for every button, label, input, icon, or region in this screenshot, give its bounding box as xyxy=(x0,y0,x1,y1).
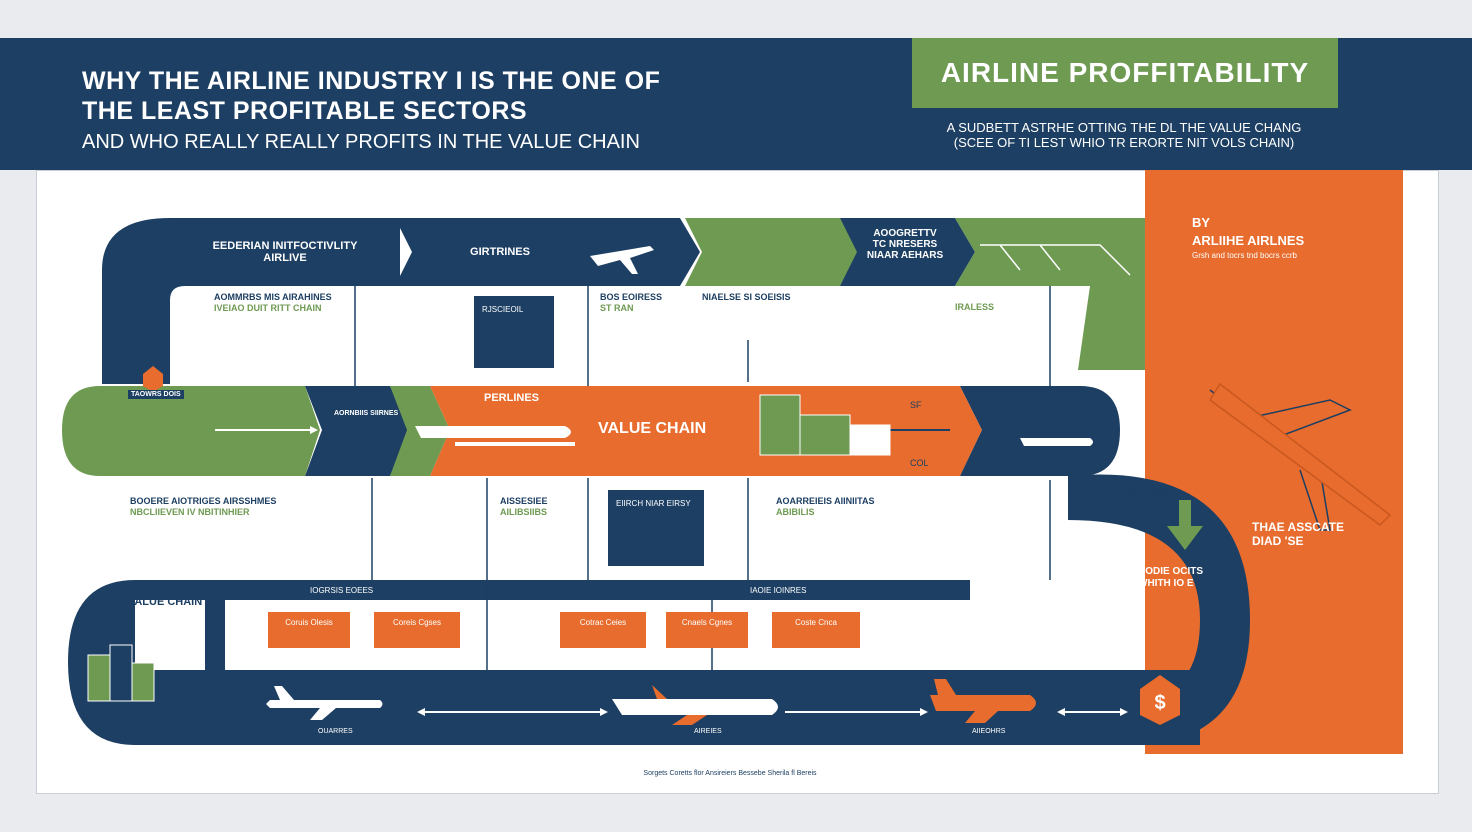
orange-box-1: Coruis Olesis xyxy=(268,612,350,648)
lower-label-2a: AISSESIEE xyxy=(500,496,548,506)
side-cost-heading-1: THAE ASSCATE xyxy=(1252,520,1345,534)
mid-navy-box: RJSCIEOIL xyxy=(474,296,554,368)
side-heading: BY ARLIIHE AIRLNES Grsh and tocrs tnd bo… xyxy=(1192,214,1304,261)
coin-stack-icon xyxy=(87,644,155,702)
tagline: A SUDBETT ASTRHE OTTING THE DL THE VALUE… xyxy=(914,120,1334,150)
side-cost-heading: THAE ASSCATE DIAD 'SE xyxy=(1252,520,1344,548)
bottom-inner-cut xyxy=(135,600,205,670)
top-seg-1-line1: EEDERIAN INITFOCTIVLITY xyxy=(212,240,358,252)
green-drop xyxy=(1078,286,1145,370)
main-title: WHY THE AIRLINE INDUSTRY I IS THE ONE OF… xyxy=(82,66,862,126)
airplane-icon xyxy=(1020,438,1093,446)
mid-label-3b: ST RAN xyxy=(600,303,634,313)
terminal-building-icon xyxy=(759,394,891,456)
top-seg-4: AOOGRETTV TC NRESERS NIAAR AEHARS xyxy=(850,228,960,261)
cost-label-1: COST COST xyxy=(1115,488,1175,499)
lower-label-2b: AILIBSIIBS xyxy=(500,507,548,517)
mid-label-1a: AOMMRBS MIS AIRAHINES xyxy=(214,292,332,302)
mid-label-5: IRALESS xyxy=(955,302,995,312)
title-line-1: WHY THE AIRLINE INDUSTRY I IS THE ONE OF xyxy=(82,67,661,95)
bottom-snake xyxy=(68,580,1200,745)
top-seg-4-line3: NIAAR AEHARS xyxy=(866,250,944,261)
middle-left-green xyxy=(62,386,320,476)
lower-label-3b: ABIBILIS xyxy=(776,507,815,517)
plane-lift-icon xyxy=(980,244,1131,276)
cost-label-2: SCORE CELS ER xyxy=(1112,501,1178,510)
airplane-icon xyxy=(590,246,654,274)
lower-navy-box: EIIRCH NIAR EIRSY xyxy=(608,490,704,566)
bottom-label-2: AIREIES xyxy=(694,728,722,735)
lower-navy-box-title: EIIRCH NIAR EIRSY xyxy=(616,499,691,508)
mid-label-4: NIAELSE SI SOEISIS xyxy=(702,292,791,302)
lower-label-3a: AOARREIEIS AIINIITAS xyxy=(776,496,875,506)
dollar-shield-icon: $ xyxy=(1140,675,1180,725)
mid-arrow-label: PERLINES xyxy=(484,392,540,404)
bottom-bar xyxy=(135,580,970,600)
top-snake-left xyxy=(102,218,400,384)
orange-box-2: Coreis Cgses xyxy=(374,612,460,648)
mid-label-3: BOS EOIRESS ST RAN xyxy=(600,292,662,314)
mid-tag-2: AORNBIIS SIIRNES xyxy=(334,410,399,417)
side-heading-2: ARLIIHE AIRLNES xyxy=(1192,233,1305,248)
left-tag: TAOWRS DOIS xyxy=(128,390,184,399)
dollar-shield-icon xyxy=(143,366,163,392)
top-chevron-4 xyxy=(840,218,975,286)
cor-label: COL xyxy=(910,458,929,468)
lower-label-3: AOARREIEIS AIINIITAS ABIBILIS xyxy=(776,496,875,518)
mid-label-3a: BOS EOIRESS xyxy=(600,292,663,302)
lower-value-chain: VALUE CHAIN xyxy=(127,596,203,608)
down-arrow-icon xyxy=(1167,500,1203,550)
bottom-label-1: OUARRES xyxy=(318,728,353,735)
side-heading-1: BY xyxy=(1192,215,1211,230)
top-seg-1: EEDERIAN INITFOCTIVLITY AIRLIVE xyxy=(180,240,390,264)
side-cost-heading-2: DIAD 'SE xyxy=(1252,534,1304,548)
orange-box-5: Coste Cnca xyxy=(772,612,860,648)
lower-label-2: AISSESIEE AILIBSIIBS xyxy=(500,496,548,518)
sf-label: SF xyxy=(910,400,922,410)
tagline-line-2: (SCEE OF TI LEST WHIO TR ERORTE NIT VOLS… xyxy=(953,135,1295,150)
cost-label: COST COST SCORE CELS ER xyxy=(1100,488,1190,512)
top-seg-4-line1: AOOGRETTV xyxy=(873,228,937,239)
profits-heading: CODIE OCITS WHITH IO E xyxy=(1138,566,1203,590)
airplane-icon xyxy=(1208,382,1392,531)
airplane-icon xyxy=(612,685,778,725)
top-chevron-3 xyxy=(685,218,860,286)
airplane-icon xyxy=(415,426,575,446)
top-seg-4-line2: TC NRESERS xyxy=(872,239,938,250)
mid-navy-box-title: RJSCIEOIL xyxy=(482,305,524,314)
airplane-icon xyxy=(930,679,1036,723)
middle-right-navy xyxy=(960,386,1120,476)
top-chevron-5 xyxy=(955,218,1145,286)
top-chevron-2 xyxy=(395,218,700,286)
lower-label-1: BOOERE AIOTRIGES AIRSSHMES NBCLIIEVEN IV… xyxy=(130,496,276,518)
lower-label-1a: BOOERE AIOTRIGES AIRSSHMES xyxy=(130,496,277,506)
bar-left-label: IOGRSIS EOEES xyxy=(310,586,374,595)
bottom-label-3: AIIEOHRS xyxy=(972,728,1006,735)
orange-box-3: Cotrac Ceies xyxy=(560,612,646,648)
orange-box-4: Cnaels Cgnes xyxy=(666,612,748,648)
top-seg-1-line2: AIRLIVE xyxy=(263,252,307,264)
bar-right-label: IAOIE IOINRES xyxy=(750,586,807,595)
right-arc xyxy=(1068,474,1250,745)
profits-heading-2: WHITH IO E xyxy=(1138,578,1194,589)
side-orange-panel xyxy=(1145,170,1403,754)
mid-label-1b: IVEIAO DUIT RITT CHAIN xyxy=(214,303,322,313)
svg-text:$: $ xyxy=(1154,692,1165,714)
subtitle: AND WHO REALLY REALLY PROFITS IN THE VAL… xyxy=(82,131,640,153)
profits-heading-1: CODIE OCITS xyxy=(1138,566,1204,577)
value-chain-label: VALUE CHAIN xyxy=(598,420,707,437)
side-sub: Grsh and tocrs tnd bocrs ccrb xyxy=(1192,251,1297,260)
mid-label-1: AOMMRBS MIS AIRAHINES IVEIAO DUIT RITT C… xyxy=(214,292,332,314)
tagline-line-1: A SUDBETT ASTRHE OTTING THE DL THE VALUE… xyxy=(946,120,1302,135)
top-seg-2: GIRTRINES xyxy=(470,246,530,258)
brand-banner: AIRLINE PROFFITABILITY xyxy=(912,38,1338,108)
title-line-2: THE LEAST PROFITABLE SECTORS xyxy=(82,97,528,125)
footer-credits: Sorgets Coretts flor Ansireiers Bessebe … xyxy=(643,770,817,777)
airplane-icon xyxy=(266,686,383,720)
middle-chevron-navy-1 xyxy=(305,386,410,476)
lower-label-1b: NBCLIIEVEN IV NBITINHIER xyxy=(130,507,250,517)
